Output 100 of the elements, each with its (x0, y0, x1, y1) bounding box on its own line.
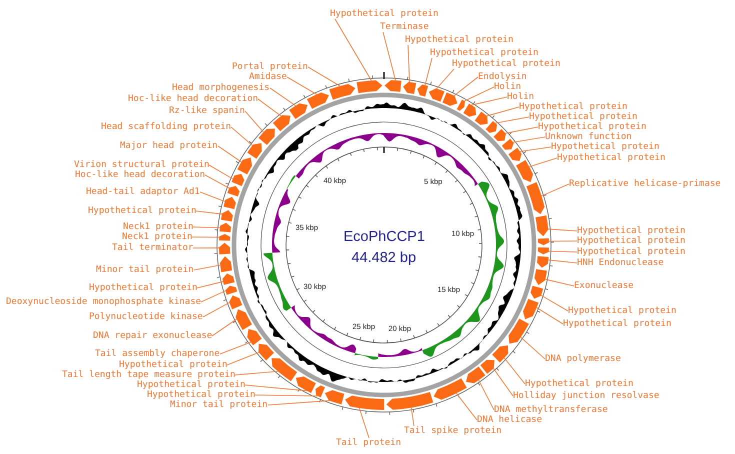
leader-line (286, 76, 318, 95)
gene-bar (329, 84, 356, 100)
leader-line (218, 146, 242, 162)
gene-bar (236, 309, 252, 330)
gene-bar (247, 143, 262, 159)
leader-line (464, 86, 494, 102)
gene-label: Hypothetical protein (568, 306, 676, 316)
leader-line (471, 96, 508, 106)
gene-label: Hypothetical protein (137, 380, 246, 390)
leader-line (244, 384, 308, 392)
gene-label: Hypothetical protein (577, 247, 686, 257)
gene-label: Hypothetical protein (529, 112, 638, 122)
gene-bar (219, 242, 230, 254)
gene-label: Hypothetical protein (330, 9, 438, 19)
gene-bar (258, 128, 275, 145)
gene-label: Hypothetical protein (519, 102, 628, 112)
gene-label: Hypothetical protein (405, 35, 514, 45)
gene-label: Head-tail adaptor Ad1 (86, 187, 200, 197)
gene-label: Head morphogenesis (172, 83, 270, 93)
gene-label: Tail terminator (112, 243, 194, 253)
gene-bar (456, 100, 465, 111)
leader-line (270, 88, 296, 106)
gene-bar (428, 88, 444, 102)
gene-bar (434, 378, 467, 400)
gene-label: Hypothetical protein (430, 48, 538, 58)
gene-bar (222, 274, 235, 285)
leader-line (456, 392, 478, 420)
gene-label: Terminase (380, 22, 429, 32)
leader-line (244, 110, 264, 133)
gene-bar (306, 92, 329, 109)
gene-label: DNA polymerase (545, 354, 621, 364)
gene-bar (466, 366, 486, 384)
leader-line (545, 278, 574, 286)
gene-label: Tail spike protein (404, 426, 502, 436)
gene-bar (229, 295, 242, 310)
gene-label: Neck1 protein (122, 232, 192, 242)
gene-label: DNA methyltransferase (494, 405, 608, 415)
leader-line (548, 260, 578, 264)
gene-label: Head scaffolding protein (101, 122, 232, 132)
gene-label: Hypothetical protein (147, 390, 256, 400)
leader-line (478, 380, 494, 410)
leader-line (494, 116, 530, 124)
leader-line (268, 400, 330, 406)
leader-line (454, 76, 478, 96)
gene-bar (224, 196, 236, 210)
gene-label: Tail protein (336, 438, 402, 448)
gene-bar (220, 222, 232, 232)
gene-label: Holliday junction resolvase (513, 391, 660, 401)
gene-bar (220, 256, 232, 272)
leader-line (258, 98, 282, 116)
gene-label: Virion structural protein (74, 160, 210, 170)
gene-bar (272, 358, 298, 382)
gene-label: DNA repair exonuclease (93, 331, 212, 341)
gene-bar (480, 360, 494, 374)
gene-bar (494, 129, 506, 142)
gene-bar (522, 298, 539, 320)
gene-label: Minor tail protein (96, 265, 194, 275)
gene-bar (417, 84, 428, 97)
leader-line (493, 368, 514, 396)
gene-label: Exonuclease (574, 281, 634, 291)
gene-bar (237, 158, 252, 174)
leader-line (254, 394, 318, 396)
leader-line (208, 164, 234, 180)
gene-label: Major head protein (120, 141, 218, 151)
gene-bar (220, 210, 233, 222)
leader-line (192, 226, 220, 228)
gene-label: DNA helicase (477, 415, 542, 425)
gene-bar (530, 286, 544, 299)
leader-line (504, 358, 526, 384)
leader-line (230, 126, 253, 146)
gene-label: Hypothetical protein (89, 283, 198, 293)
leader-line (512, 136, 546, 143)
gene-bar (386, 392, 434, 410)
gene-bar (538, 238, 549, 246)
gene-bar (502, 138, 514, 150)
leader-line (234, 371, 278, 376)
gene-bar (296, 376, 316, 393)
gene-bar (516, 160, 534, 182)
gene-bar (537, 256, 549, 268)
leader-line (540, 294, 568, 312)
gene-bar (289, 103, 308, 119)
gene-bar (442, 92, 458, 106)
leader-line (202, 302, 230, 318)
gene-label: Endolysin (478, 72, 527, 82)
gene-label: Hypothetical protein (119, 360, 228, 370)
leader-line (436, 68, 454, 89)
gene-bar (247, 329, 262, 346)
leader-line (200, 290, 226, 302)
leader-line (308, 66, 340, 86)
leader-line (424, 58, 432, 86)
leader-line (196, 210, 222, 214)
gene-label: Hoc-like head decoration (75, 170, 206, 180)
leader-line (536, 307, 564, 324)
gene-bar (219, 234, 230, 241)
gene-label: Holin (494, 82, 522, 92)
gene-label: Hypothetical protein (538, 122, 646, 132)
gene-label: Holin (507, 92, 534, 102)
leader-line (548, 240, 578, 242)
gene-label: Unknown function (545, 132, 632, 142)
gene-bar (508, 148, 522, 161)
